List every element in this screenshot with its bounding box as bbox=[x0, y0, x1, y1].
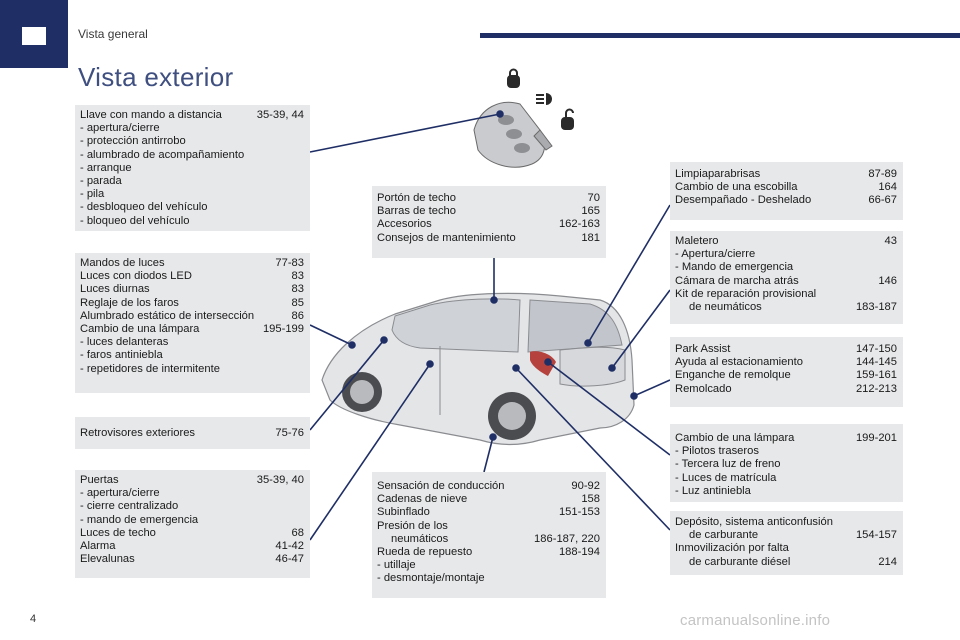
box-deposito: Depósito, sistema anticonfusión de carbu… bbox=[670, 511, 903, 575]
sub-item: - protección antirrobo bbox=[80, 135, 186, 148]
sub-item: - Mando de emergencia bbox=[675, 261, 794, 274]
corner-square-icon bbox=[22, 27, 46, 45]
sub-item: - repetidores de intermitente bbox=[80, 362, 220, 375]
remote-key-drawing bbox=[473, 101, 553, 168]
sub-item: - alumbrado de acompañamiento bbox=[80, 148, 245, 161]
box-row: Inmovilización por falta bbox=[675, 542, 789, 555]
sub-item: - arranque bbox=[80, 161, 132, 174]
sub-item: - pila bbox=[80, 188, 105, 201]
sub-item: - desmontaje/montaje bbox=[377, 572, 485, 585]
box-row: Depósito, sistema anticonfusión bbox=[675, 516, 833, 528]
sub-item: - desbloqueo del vehículo bbox=[80, 201, 208, 214]
sub-item: - faros antiniebla bbox=[80, 349, 163, 362]
sub-item: - cierre centralizado bbox=[80, 500, 179, 513]
sub-item: - Tercera luz de freno bbox=[675, 458, 781, 471]
header-rule bbox=[480, 33, 960, 38]
lock-open-icon bbox=[561, 108, 574, 130]
box-row: Presión de los bbox=[377, 519, 448, 532]
page-title: Vista exterior bbox=[78, 62, 234, 92]
watermark: carmanualsonline.info bbox=[680, 612, 831, 629]
page-corner-tab bbox=[0, 0, 68, 68]
sub-item: - apertura/cierre bbox=[80, 122, 160, 135]
sub-item: - mando de emergencia bbox=[80, 513, 199, 526]
box-row: Kit de reparación provisional bbox=[675, 287, 817, 300]
sub-item: - Luces de matrícula bbox=[675, 471, 777, 484]
sub-item: - Apertura/cierre bbox=[675, 248, 756, 261]
page-number: 4 bbox=[30, 613, 37, 625]
sub-item: - utillaje bbox=[377, 559, 416, 572]
sub-item: - luces delanteras bbox=[80, 336, 169, 349]
sub-item: - Luz antiniebla bbox=[675, 484, 751, 497]
lock-closed-icon bbox=[507, 68, 520, 88]
sub-item: - Pilotos traseros bbox=[675, 445, 759, 458]
headlamp-icon bbox=[536, 93, 552, 105]
sub-item: - bloqueo del vehículo bbox=[80, 214, 190, 227]
section-header: Vista general bbox=[78, 27, 148, 41]
sub-item: - apertura/cierre bbox=[80, 487, 160, 500]
sub-item: - parada bbox=[80, 175, 122, 188]
car-drawing bbox=[321, 292, 635, 446]
